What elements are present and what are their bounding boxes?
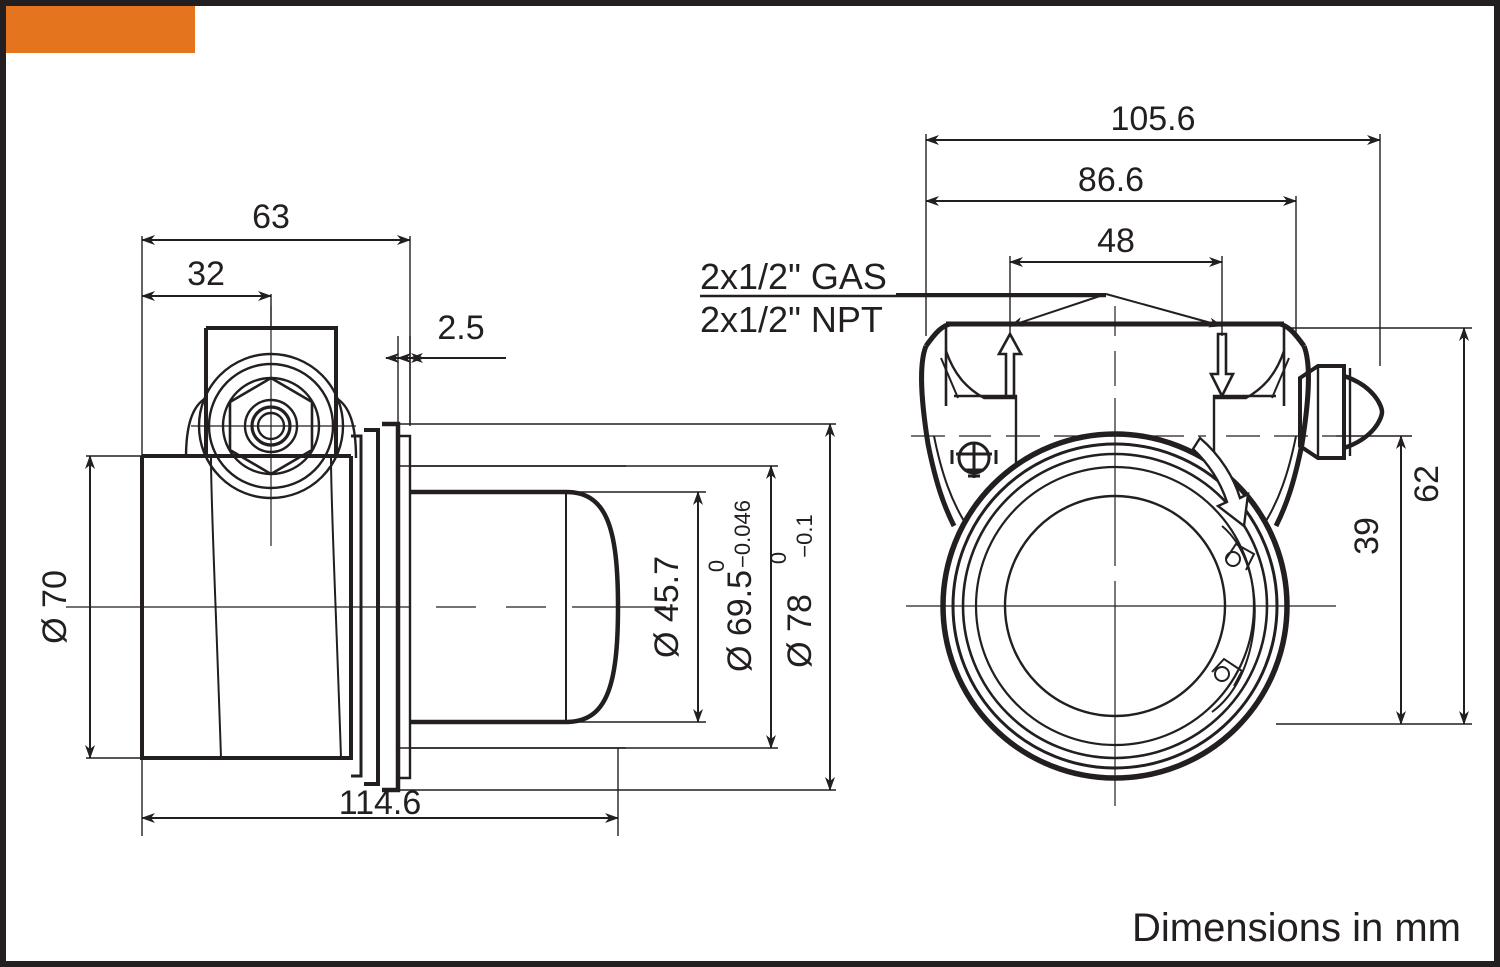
dim-label-114-6: 114.6 bbox=[339, 784, 422, 822]
dim-label-86-6: 86.6 bbox=[1078, 161, 1144, 199]
earth-ground-symbol bbox=[950, 441, 998, 478]
dim-label-dia-69-5: Ø 69.5 bbox=[721, 570, 759, 672]
dim-label-105-6: 105.6 bbox=[1110, 100, 1195, 138]
dim-label-dia-45-7: Ø 45.7 bbox=[648, 556, 686, 658]
brand-color-bar bbox=[6, 6, 195, 53]
rotation-arrow bbox=[1191, 436, 1250, 529]
dim-label-39: 39 bbox=[1348, 517, 1386, 555]
dim-tolerance-78-upper: 0 bbox=[766, 552, 791, 564]
dim-label-32: 32 bbox=[187, 255, 225, 293]
right-view-geometry bbox=[906, 306, 1385, 806]
engineering-drawing-svg: 63 32 2.5 114.6 Ø 70 Ø 45.7 Ø 69.5 0 −0.… bbox=[36, 100, 1472, 950]
callout-gas-thread: 2x1/2" GAS bbox=[700, 256, 887, 297]
dim-tolerance-69-5-upper: 0 bbox=[704, 560, 729, 572]
left-view-geometry bbox=[66, 306, 666, 793]
dim-tolerance-69-5-lower: −0.046 bbox=[730, 500, 755, 568]
dim-label-dia-70: Ø 70 bbox=[36, 570, 74, 644]
outlet-port-arrow bbox=[1208, 332, 1236, 399]
callout-npt-thread: 2x1/2" NPT bbox=[700, 299, 883, 340]
left-view-dimension-lines bbox=[85, 235, 836, 836]
dim-tolerance-78-lower: −0.1 bbox=[792, 514, 817, 557]
units-footnote: Dimensions in mm bbox=[1132, 906, 1461, 950]
inlet-port-arrow bbox=[996, 331, 1024, 398]
dim-label-dia-78: Ø 78 bbox=[781, 594, 819, 668]
dim-label-48: 48 bbox=[1097, 222, 1135, 260]
dim-label-62: 62 bbox=[1408, 465, 1446, 503]
dim-label-2-5: 2.5 bbox=[437, 309, 484, 347]
dim-label-63: 63 bbox=[252, 198, 290, 236]
right-view-dimension-lines bbox=[896, 134, 1472, 725]
